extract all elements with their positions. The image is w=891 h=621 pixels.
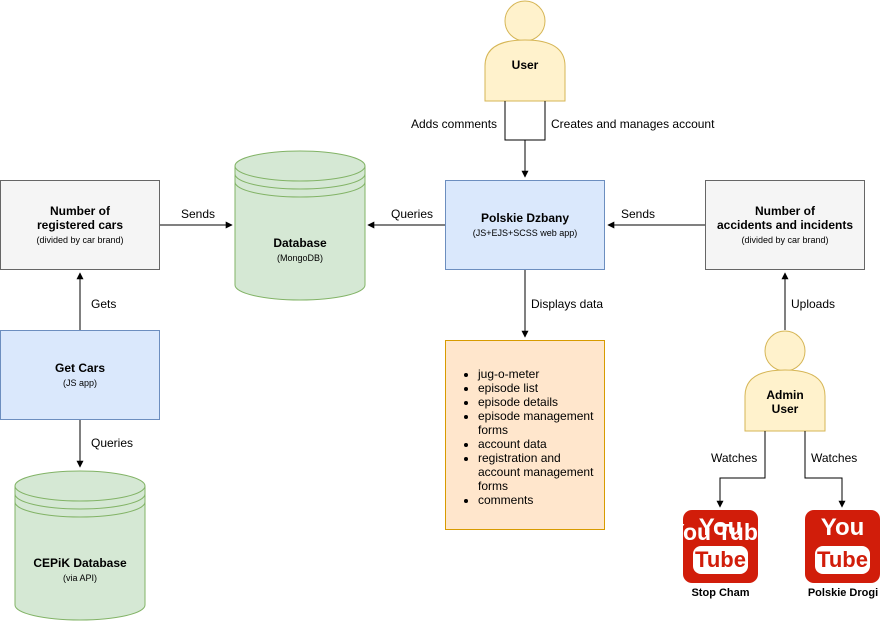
- youtube-tube-text: Tube: [817, 547, 868, 572]
- features-list: jug-o-meter episode list episode details…: [446, 367, 604, 507]
- registered-cars-title: Number of registered cars: [36, 204, 124, 232]
- youtube-logo-text: You Tube: [669, 519, 770, 545]
- edge-label-uploads: Uploads: [791, 297, 836, 311]
- get-cars-subtitle: (JS app): [62, 378, 97, 388]
- user-actor-shape: [484, 0, 566, 102]
- get-cars-title: Get Cars: [54, 361, 106, 375]
- channel-name-stop-cham: Stop Cham: [691, 587, 750, 599]
- user-actor-label: User: [511, 58, 539, 72]
- channel-name-polskie-drogi: Polskie Drogi: [807, 587, 879, 599]
- admin-actor-shape: [744, 330, 826, 432]
- accidents-subtitle: (divided by car brand): [741, 235, 829, 245]
- admin-actor-label: Admin User: [766, 388, 804, 416]
- feature-item: jug-o-meter: [478, 367, 604, 381]
- webapp-box: Polskie Dzbany (JS+EJS+SCSS web app): [445, 180, 605, 270]
- webapp-title: Polskie Dzbany: [480, 211, 570, 225]
- registered-cars-subtitle: (divided by car brand): [36, 235, 124, 245]
- feature-item: episode list: [478, 381, 604, 395]
- registered-cars-box: Number of registered cars (divided by ca…: [0, 180, 160, 270]
- edge-label-creates-account: Creates and manages account: [551, 117, 715, 131]
- youtube-you-text: You: [820, 514, 865, 541]
- get-cars-box: Get Cars (JS app): [0, 330, 160, 420]
- database-cylinder: [234, 150, 366, 301]
- cepik-title: CEPiK Database: [33, 556, 127, 570]
- accidents-title: Number of accidents and incidents: [716, 204, 854, 232]
- edge-label-sends-right: Sends: [621, 207, 656, 221]
- edge-user-adds-comments: [504, 101, 529, 178]
- accidents-box: Number of accidents and incidents (divid…: [705, 180, 865, 270]
- database-label: Database (MongoDB): [235, 236, 365, 264]
- youtube-logo-stop-cham: You Tube: [669, 510, 771, 583]
- youtube-logo-polskie-drogi: [805, 510, 880, 583]
- feature-item: account data: [478, 437, 604, 451]
- edge-label-queries-db: Queries: [391, 207, 434, 221]
- edge-user-creates-account: [525, 101, 546, 141]
- edge-label-watches-right: Watches: [811, 451, 858, 465]
- database-title: Database: [273, 236, 327, 250]
- feature-item: episode management forms: [478, 409, 604, 437]
- cepik-subtitle: (via API): [62, 573, 97, 583]
- edge-label-queries-cepik: Queries: [91, 436, 134, 450]
- edge-label-sends-left: Sends: [181, 207, 216, 221]
- webapp-subtitle: (JS+EJS+SCSS web app): [472, 228, 578, 238]
- edge-label-adds-comments: Adds comments: [411, 117, 498, 131]
- feature-item: registration and account management form…: [478, 451, 604, 493]
- edge-label-watches-left: Watches: [711, 451, 758, 465]
- database-subtitle: (MongoDB): [276, 253, 323, 263]
- features-box: jug-o-meter episode list episode details…: [445, 340, 605, 530]
- youtube-you-text: You: [698, 514, 743, 541]
- edge-admin-watches-left: [716, 431, 766, 508]
- cepik-database-cylinder: [14, 470, 146, 621]
- edge-label-gets: Gets: [91, 297, 117, 311]
- cepik-label: CEPiK Database (via API): [15, 556, 145, 584]
- feature-item: episode details: [478, 395, 604, 409]
- edge-label-displays-data: Displays data: [531, 297, 604, 311]
- feature-item: comments: [478, 493, 604, 507]
- youtube-tube-text: Tube: [695, 547, 746, 572]
- edge-admin-watches-right: [804, 431, 846, 508]
